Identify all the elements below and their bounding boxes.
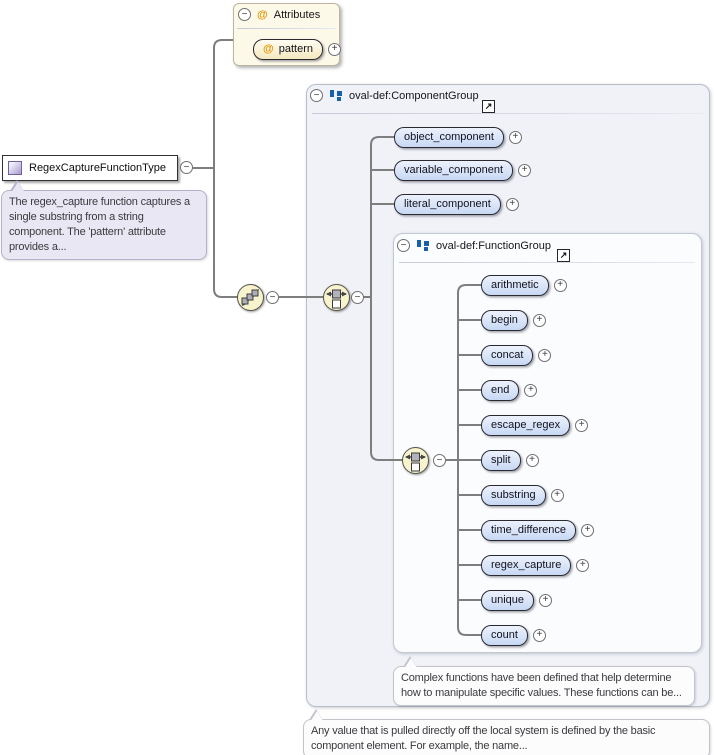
- element-pill-concat[interactable]: concat: [481, 344, 534, 366]
- element-row[interactable]: regex_capture +: [481, 554, 590, 576]
- complex-type-icon: [8, 161, 22, 175]
- expand-icon[interactable]: +: [539, 593, 553, 607]
- element-pill-unique[interactable]: unique: [481, 589, 535, 611]
- choice-compositor-icon[interactable]: [402, 447, 429, 474]
- element-pill-end[interactable]: end: [481, 379, 520, 401]
- element-pill-literal-component[interactable]: literal_component: [394, 193, 501, 215]
- expand-icon[interactable]: +: [532, 628, 546, 642]
- expand-icon[interactable]: +: [524, 383, 538, 397]
- expand-icon[interactable]: +: [525, 453, 539, 467]
- element-row[interactable]: variable_component +: [394, 159, 532, 181]
- component-group-doc-bubble: Any value that is pulled directly off th…: [303, 709, 710, 755]
- expand-icon[interactable]: +: [532, 313, 546, 327]
- model-group-icon: [417, 240, 429, 251]
- root-doc-bubble: The regex_capture function captures a si…: [1, 180, 207, 260]
- element-pill-begin[interactable]: begin: [481, 309, 528, 331]
- attribute-pill-pattern[interactable]: @ pattern: [253, 38, 323, 60]
- expand-icon[interactable]: +: [508, 130, 522, 144]
- element-row[interactable]: count +: [481, 624, 546, 646]
- element-pill-escape-regex[interactable]: escape_regex: [481, 414, 571, 436]
- attribute-pill-label: pattern: [278, 43, 313, 55]
- element-row[interactable]: time_difference +: [481, 519, 595, 541]
- attribute-at-icon: @: [257, 8, 268, 21]
- wire-fg-trunk: [457, 284, 481, 636]
- element-pill-split[interactable]: split: [481, 449, 521, 471]
- attributes-panel-title: Attributes: [273, 8, 321, 21]
- collapse-icon[interactable]: −: [397, 239, 410, 252]
- attribute-row-pattern[interactable]: @ pattern +: [253, 38, 341, 60]
- function-group-title: oval-def:FunctionGroup: [436, 239, 551, 252]
- element-row[interactable]: escape_regex +: [481, 414, 589, 436]
- wire-cg-trunk: [370, 136, 403, 461]
- expand-icon[interactable]: +: [505, 197, 519, 211]
- attributes-panel: − @ Attributes @ pattern +: [233, 3, 341, 66]
- function-group-box: [393, 233, 702, 653]
- choice-compositor-icon[interactable]: [323, 284, 350, 311]
- element-pill-regex-capture[interactable]: regex_capture: [481, 554, 572, 576]
- component-group-doc-text: Any value that is pulled directly off th…: [311, 725, 656, 752]
- collapse-icon[interactable]: −: [180, 161, 193, 174]
- element-row[interactable]: split +: [481, 449, 539, 471]
- element-row[interactable]: arithmetic +: [481, 274, 567, 296]
- root-element[interactable]: RegexCaptureFunctionType: [2, 155, 178, 181]
- expand-icon[interactable]: +: [553, 278, 567, 292]
- element-pill-substring[interactable]: substring: [481, 484, 546, 506]
- element-pill-variable-component[interactable]: variable_component: [394, 159, 514, 181]
- collapse-icon[interactable]: −: [351, 291, 364, 304]
- expand-icon[interactable]: +: [575, 418, 589, 432]
- element-pill-arithmetic[interactable]: arithmetic: [481, 274, 549, 296]
- component-group-header: − oval-def:ComponentGroup: [310, 89, 479, 102]
- function-group-doc-text: Complex functions have been defined that…: [401, 672, 682, 699]
- goto-definition-icon[interactable]: ↗: [557, 249, 570, 262]
- element-row[interactable]: end +: [481, 379, 538, 401]
- expand-icon[interactable]: +: [550, 488, 564, 502]
- expand-icon[interactable]: +: [581, 523, 595, 537]
- element-pill-count[interactable]: count: [481, 624, 528, 646]
- collapse-icon[interactable]: −: [310, 89, 323, 102]
- element-pill-object-component[interactable]: object_component: [394, 126, 504, 148]
- goto-definition-icon[interactable]: ↗: [482, 100, 495, 113]
- expand-icon[interactable]: +: [576, 558, 590, 572]
- collapse-icon[interactable]: −: [433, 454, 446, 467]
- expand-icon[interactable]: +: [518, 163, 532, 177]
- attribute-at-icon: @: [263, 43, 274, 55]
- element-row[interactable]: object_component +: [394, 126, 522, 148]
- element-row[interactable]: unique +: [481, 589, 553, 611]
- wire-trunk-attributes-sequence: [213, 39, 238, 298]
- root-element-label: RegexCaptureFunctionType: [29, 162, 166, 174]
- element-pill-time-difference[interactable]: time_difference: [481, 519, 577, 541]
- element-row[interactable]: substring +: [481, 484, 564, 506]
- expand-icon[interactable]: +: [538, 348, 552, 362]
- component-group-title: oval-def:ComponentGroup: [349, 89, 479, 102]
- sequence-compositor-icon[interactable]: [237, 284, 264, 311]
- model-group-icon: [330, 90, 342, 101]
- element-row[interactable]: concat +: [481, 344, 552, 366]
- element-row[interactable]: begin +: [481, 309, 546, 331]
- function-group-header: − oval-def:FunctionGroup: [397, 239, 551, 252]
- collapse-icon[interactable]: −: [266, 291, 279, 304]
- expand-icon[interactable]: +: [327, 42, 341, 56]
- root-doc-text: The regex_capture function captures a si…: [9, 196, 190, 253]
- collapse-icon[interactable]: −: [238, 8, 251, 21]
- function-group-doc-bubble: Complex functions have been defined that…: [393, 656, 695, 706]
- element-row[interactable]: literal_component +: [394, 193, 519, 215]
